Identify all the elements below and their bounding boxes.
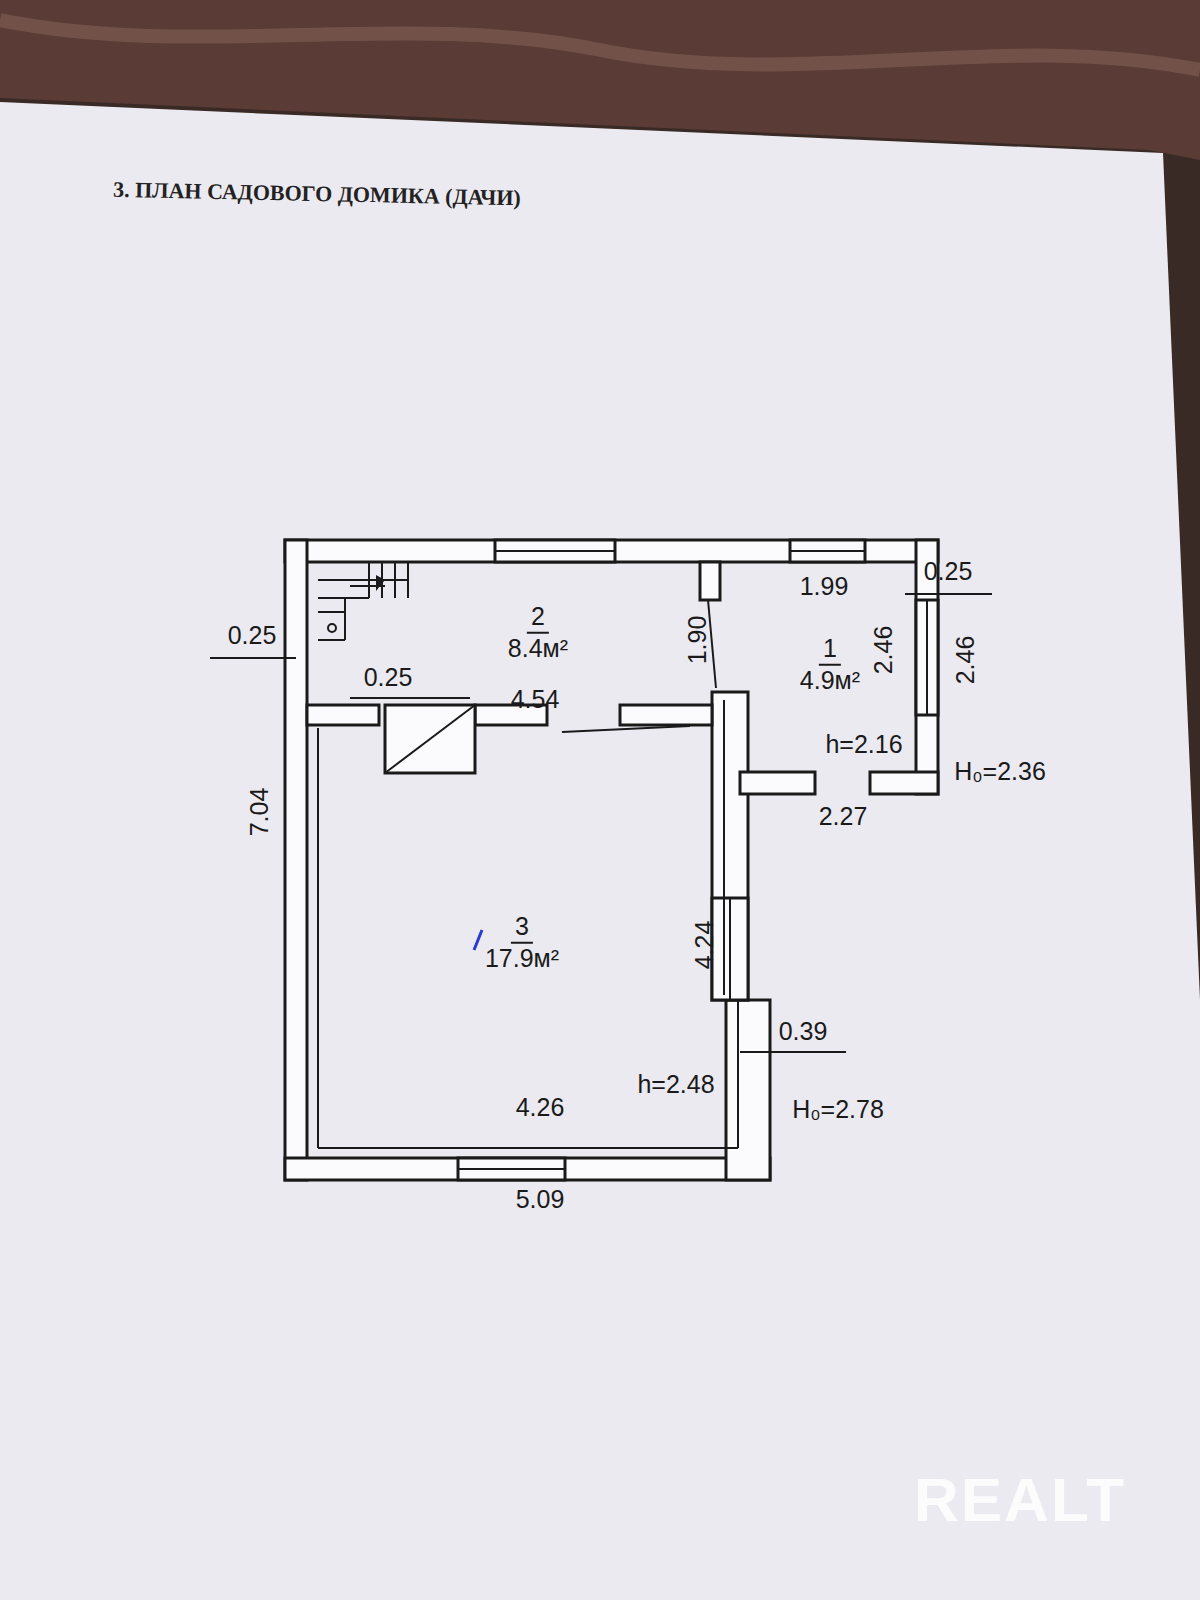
plan-title: 3. ПЛАН САДОВОГО ДОМИКА (ДАЧИ) bbox=[113, 178, 521, 211]
dimension-label: 0.39 bbox=[779, 1018, 828, 1046]
dimension-label: 2.46 bbox=[870, 626, 898, 675]
dimension-label: 7.04 bbox=[246, 788, 274, 837]
dimension-label: 0.25 bbox=[364, 664, 413, 692]
dimension-label: h=2.48 bbox=[637, 1071, 714, 1099]
dimension-label: H₀=2.78 bbox=[792, 1096, 884, 1124]
room-label: 14.9м² bbox=[800, 634, 860, 695]
room-number: 1 bbox=[819, 634, 841, 666]
room-area: 17.9м² bbox=[485, 944, 559, 973]
dimension-label: 4.26 bbox=[516, 1094, 565, 1122]
dimension-label: 1.99 bbox=[800, 573, 849, 601]
dimension-label: 1.90 bbox=[684, 616, 712, 665]
dimension-label: 4.54 bbox=[511, 686, 560, 714]
watermark: REALT bbox=[914, 1466, 1126, 1534]
room-number: 3 bbox=[511, 912, 533, 944]
dimension-label: 5.09 bbox=[516, 1186, 565, 1214]
room-area: 8.4м² bbox=[508, 634, 568, 663]
dimension-label: 2.46 bbox=[952, 636, 980, 685]
dimension-label: H₀=2.36 bbox=[954, 758, 1046, 786]
dimension-label: 0.25 bbox=[228, 622, 277, 650]
room-area: 4.9м² bbox=[800, 666, 860, 695]
dimension-label: 4.24 bbox=[691, 921, 719, 970]
dimension-label: h=2.16 bbox=[825, 731, 902, 759]
dimension-label: 2.27 bbox=[819, 803, 868, 831]
room-label: 28.4м² bbox=[508, 602, 568, 663]
dimension-label: 0.25 bbox=[924, 558, 973, 586]
room-number: 2 bbox=[527, 602, 549, 634]
room-label: 317.9м² bbox=[485, 912, 559, 973]
